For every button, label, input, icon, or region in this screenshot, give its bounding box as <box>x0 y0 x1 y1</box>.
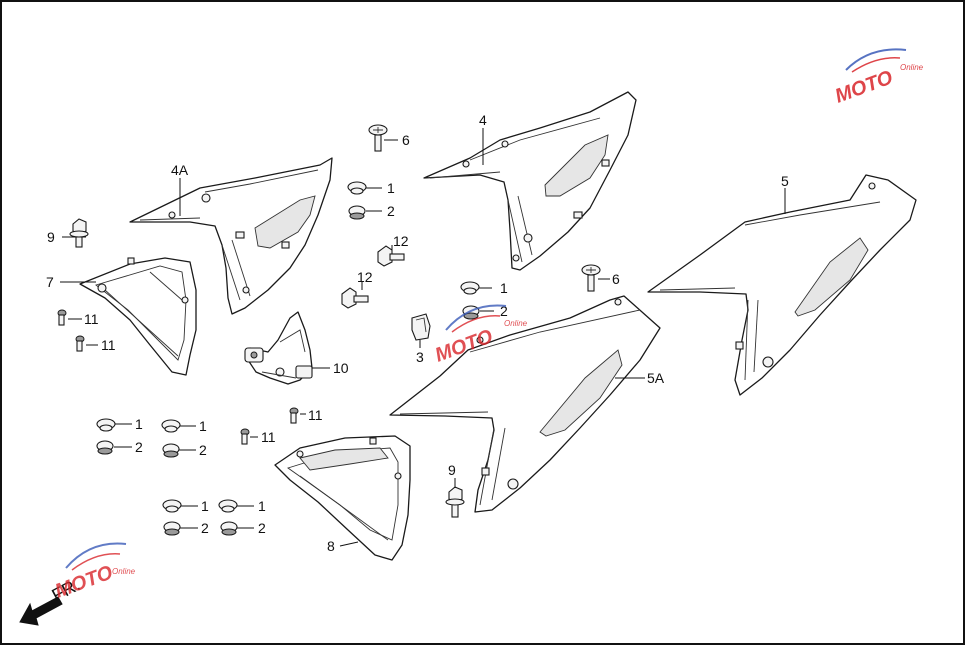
label-1-upper: 1 <box>387 180 395 196</box>
hinge-bracket-10 <box>244 311 313 385</box>
bolt-9-center <box>445 486 465 518</box>
label-6-upper: 6 <box>402 132 410 148</box>
side-cover-5 <box>647 174 917 396</box>
label-5a: 5A <box>647 370 665 386</box>
label-2-ll-d: 2 <box>258 520 266 536</box>
bolt-9-left <box>69 218 89 248</box>
label-4: 4 <box>479 112 487 128</box>
watermark-text-b: Online <box>900 63 924 72</box>
screw-11-d <box>240 428 250 445</box>
label-12-lower: 12 <box>357 269 373 285</box>
label-2-ll-b: 2 <box>199 442 207 458</box>
watermark-text-b-left: Online <box>112 567 136 576</box>
label-1-ll-c: 1 <box>201 498 209 514</box>
label-2-ll-a: 2 <box>135 439 143 455</box>
label-1-ll-d: 1 <box>258 498 266 514</box>
bolt-12-lower <box>341 287 369 309</box>
screw-11-c <box>289 407 299 424</box>
collars-and-grommets <box>96 181 480 536</box>
label-11-d: 11 <box>261 429 276 445</box>
label-4a: 4A <box>171 162 189 178</box>
screw-6-upper <box>368 124 388 152</box>
side-cover-4a <box>129 157 333 315</box>
label-1-ll-a: 1 <box>135 416 143 432</box>
label-5: 5 <box>781 173 789 189</box>
label-2-ll-c: 2 <box>201 520 209 536</box>
screw-6-right <box>581 264 601 292</box>
label-2-center: 2 <box>500 303 508 319</box>
part-labels: 6 1 2 4A 4 5 9 7 11 11 12 12 1 2 6 3 10 … <box>46 112 789 554</box>
label-12-upper: 12 <box>393 233 409 249</box>
screw-11-a <box>57 309 67 326</box>
label-1-center: 1 <box>500 280 508 296</box>
side-cover-4 <box>423 91 637 271</box>
label-3: 3 <box>416 349 424 365</box>
label-2-upper: 2 <box>387 203 395 219</box>
side-cover-5a <box>389 295 661 513</box>
bracket-7 <box>79 257 197 376</box>
label-11-c: 11 <box>308 407 323 423</box>
label-7: 7 <box>46 274 54 290</box>
screw-11-b <box>75 335 85 352</box>
leader-lines <box>60 128 786 547</box>
label-1-ll-b: 1 <box>199 418 207 434</box>
arrow-icon <box>19 596 63 626</box>
bolt-12-upper <box>377 245 405 267</box>
label-9-left: 9 <box>47 229 55 245</box>
label-8: 8 <box>327 538 335 554</box>
clip-nut-3 <box>411 313 431 341</box>
label-10: 10 <box>333 360 349 376</box>
label-11-b: 11 <box>101 337 116 353</box>
watermark-text-b-center: Online <box>504 319 528 328</box>
label-11-a: 11 <box>84 311 99 327</box>
label-6-right: 6 <box>612 271 620 287</box>
bracket-8 <box>274 435 411 561</box>
label-9-center: 9 <box>448 462 456 478</box>
